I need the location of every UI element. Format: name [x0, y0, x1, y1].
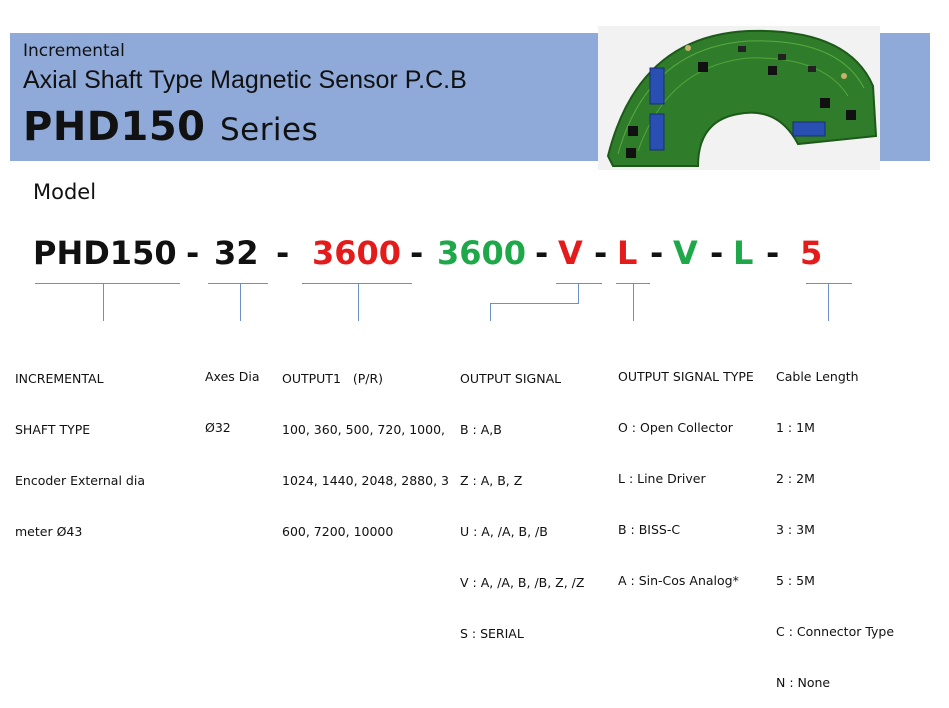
desc-signal-type-line: A : Sin-Cos Analog* — [618, 573, 739, 588]
header-subtitle: Incremental — [23, 41, 125, 61]
desc-signal-line: S : SERIAL — [460, 626, 524, 641]
code-segment-signal-2: V — [673, 234, 698, 272]
header-model-name: PHD150 Series — [23, 104, 318, 150]
desc-axes-line: Ø32 — [205, 420, 231, 435]
pcb-illustration — [606, 29, 878, 167]
desc-type-line: SHAFT TYPE — [15, 422, 91, 437]
series-word: Series — [219, 112, 319, 148]
pcb-image — [598, 26, 880, 170]
desc-output1: OUTPUT1 (P/R) 100, 360, 500, 720, 1000, … — [282, 336, 449, 557]
code-dash: - — [710, 234, 724, 272]
desc-output1-line: 1024, 1440, 2048, 2880, 3 — [282, 473, 449, 488]
header-title: Axial Shaft Type Magnetic Sensor P.C.B — [23, 66, 467, 94]
code-segment-signal-type-2: L — [733, 234, 754, 272]
desc-signal-type-line: OUTPUT SIGNAL TYPE — [618, 369, 754, 384]
bracket-output1-vertical — [358, 283, 359, 321]
desc-signal-type: OUTPUT SIGNAL TYPE O : Open Collector L … — [618, 334, 754, 606]
desc-signal-type-line: O : Open Collector — [618, 420, 733, 435]
desc-signal-line: OUTPUT SIGNAL — [460, 371, 562, 386]
desc-type: INCREMENTAL SHAFT TYPE Encoder External … — [15, 336, 145, 557]
desc-output1-line: 600, 7200, 10000 — [282, 524, 394, 539]
desc-signal-type-line: L : Line Driver — [618, 471, 706, 486]
desc-axes-line: Axes Dia — [205, 369, 260, 384]
code-segment-model: PHD150 — [33, 234, 177, 272]
code-dash: - — [766, 234, 780, 272]
model-label: Model — [33, 180, 97, 204]
code-segment-cable: 5 — [800, 234, 823, 272]
bracket-type-vertical — [103, 283, 104, 321]
bracket-signal-elbow — [490, 303, 579, 304]
desc-cable-line: N : None — [776, 675, 831, 690]
desc-type-line: meter Ø43 — [15, 524, 83, 539]
bracket-signal-type-vertical — [633, 283, 634, 321]
bracket-cable-vertical — [828, 283, 829, 321]
desc-cable-line: 2 : 2M — [776, 471, 815, 486]
bracket-signal-vertical-top — [578, 283, 579, 303]
code-dash: - — [276, 234, 290, 272]
desc-signal-line: U : A, /A, B, /B — [460, 524, 548, 539]
code-segment-output1: 3600 — [312, 234, 402, 272]
bracket-signal-horizontal — [556, 283, 602, 284]
bracket-cable-horizontal — [806, 283, 852, 284]
code-dash: - — [410, 234, 424, 272]
desc-cable: Cable Length 1 : 1M 2 : 2M 3 : 3M 5 : 5M… — [776, 334, 894, 708]
bracket-axes-horizontal — [208, 283, 268, 284]
code-dash: - — [650, 234, 664, 272]
bracket-axes-vertical — [240, 283, 241, 321]
desc-output1-line: OUTPUT1 (P/R) — [282, 371, 384, 386]
desc-signal-line: Z : A, B, Z — [460, 473, 523, 488]
code-dash: - — [594, 234, 608, 272]
bracket-signal-vertical-bottom — [490, 303, 491, 321]
code-segment-output2: 3600 — [437, 234, 527, 272]
desc-signal-line: B : A,B — [460, 422, 502, 437]
bracket-output1-horizontal — [302, 283, 412, 284]
desc-signal-type-line: B : BISS-C — [618, 522, 681, 537]
code-dash: - — [186, 234, 200, 272]
desc-type-line: INCREMENTAL — [15, 371, 104, 386]
model-name-text: PHD150 — [23, 104, 206, 150]
code-dash: - — [535, 234, 549, 272]
desc-cable-line: Cable Length — [776, 369, 859, 384]
desc-axes: Axes Dia Ø32 — [205, 334, 260, 453]
desc-cable-line: 1 : 1M — [776, 420, 815, 435]
bracket-type-horizontal — [35, 283, 180, 284]
code-segment-axes: 32 — [214, 234, 259, 272]
desc-signal-line: V : A, /A, B, /B, Z, /Z — [460, 575, 585, 590]
desc-signal: OUTPUT SIGNAL B : A,B Z : A, B, Z U : A,… — [460, 336, 584, 659]
desc-cable-line: 3 : 3M — [776, 522, 815, 537]
desc-cable-line: C : Connector Type — [776, 624, 895, 639]
code-segment-signal: V — [558, 234, 583, 272]
desc-cable-line: 5 : 5M — [776, 573, 815, 588]
desc-type-line: Encoder External dia — [15, 473, 145, 488]
code-segment-signal-type: L — [617, 234, 638, 272]
desc-output1-line: 100, 360, 500, 720, 1000, — [282, 422, 446, 437]
